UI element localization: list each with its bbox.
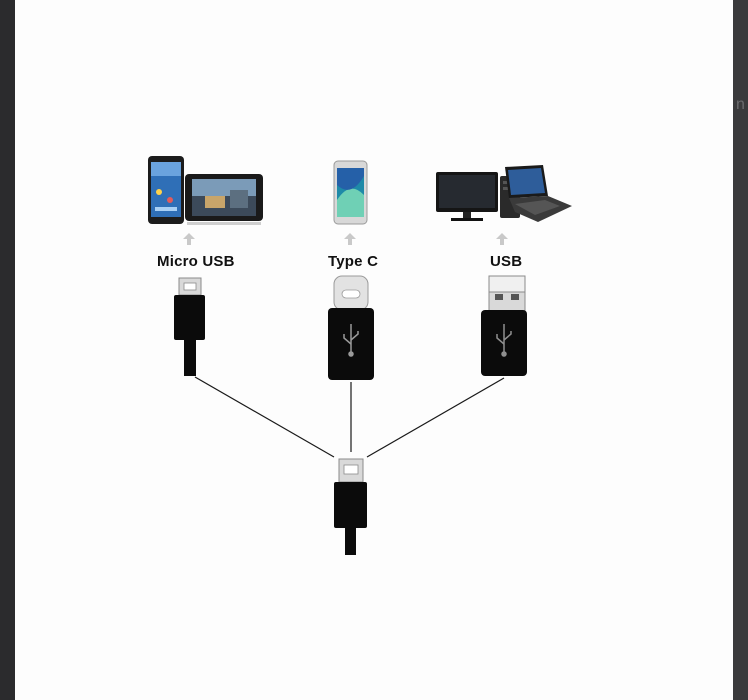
bottom-micro-usb-plug bbox=[334, 458, 367, 555]
label-usb: USB bbox=[490, 253, 523, 270]
arrow-up-icon bbox=[344, 233, 356, 245]
laptop-icon bbox=[505, 165, 572, 222]
micro-usb-connector bbox=[174, 277, 205, 376]
smartphone-icon bbox=[333, 160, 368, 225]
diagram-graphics bbox=[148, 156, 572, 555]
arrow-up-icon bbox=[496, 233, 508, 245]
usb-symbol-icon bbox=[496, 324, 512, 357]
edge-glyph: n bbox=[736, 96, 745, 113]
arrow-up-icon bbox=[183, 233, 195, 245]
label-micro-usb: Micro USB bbox=[157, 253, 235, 270]
window-edge bbox=[733, 0, 748, 700]
tablet-icon bbox=[185, 174, 263, 225]
cable-lines bbox=[194, 376, 505, 458]
product-diagram: Micro USB Type C USB bbox=[15, 0, 733, 700]
type-c-adapter bbox=[328, 275, 374, 380]
usb-symbol-icon bbox=[343, 324, 359, 357]
usb-a-adapter bbox=[481, 275, 527, 376]
label-type-c: Type C bbox=[328, 253, 379, 270]
smartphone-icon bbox=[148, 156, 184, 224]
